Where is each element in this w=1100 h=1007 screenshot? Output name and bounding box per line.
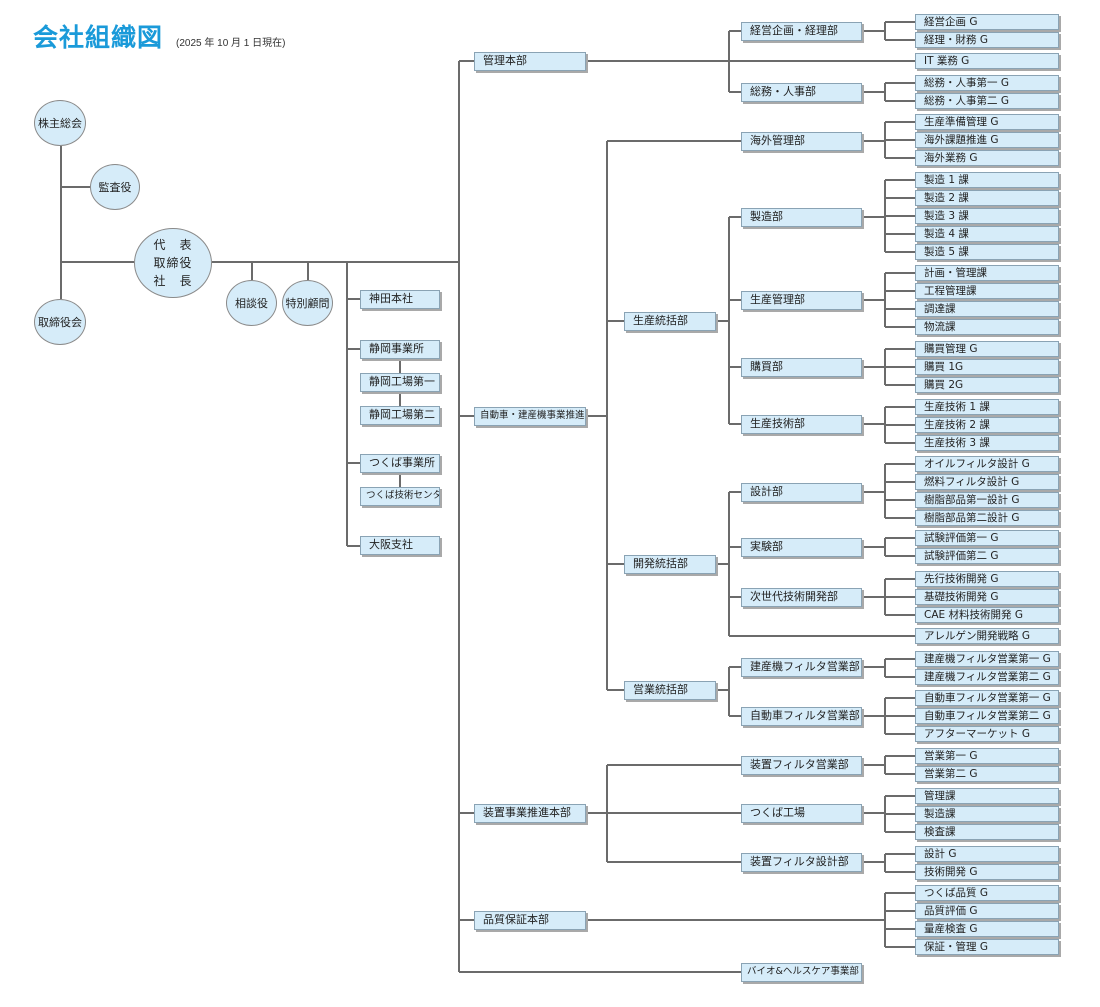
site-osaka[interactable]: 大阪支社 — [360, 536, 440, 555]
group-box[interactable]: 物流課 — [915, 319, 1059, 335]
department-box[interactable]: 製造部 — [741, 207, 862, 227]
group-box[interactable]: 保証・管理 G — [915, 939, 1059, 955]
group-box[interactable]: 総務・人事第一 G — [915, 75, 1059, 91]
group-box[interactable]: 製造 1 課 — [915, 172, 1059, 188]
group-box[interactable]: 購買 1G — [915, 359, 1059, 375]
group-box[interactable]: 調達課 — [915, 301, 1059, 317]
group-box[interactable]: 自動車フィルタ営業第二 G — [915, 708, 1059, 724]
node-shareholders[interactable]: 株主総会 — [34, 100, 86, 146]
department-box[interactable]: 次世代技術開発部 — [741, 587, 862, 607]
hq-box[interactable]: 自動車・建産機事業推進本部 — [474, 406, 586, 426]
group-box[interactable]: 樹脂部品第一設計 G — [915, 492, 1059, 508]
group-box[interactable]: 計画・管理課 — [915, 265, 1059, 281]
department-box[interactable]: 実験部 — [741, 537, 862, 557]
group-box[interactable]: アレルゲン開発戦略 G — [915, 628, 1059, 644]
group-box[interactable]: オイルフィルタ設計 G — [915, 456, 1059, 472]
group-box[interactable]: IT 業務 G — [915, 53, 1059, 69]
group-box[interactable]: 技術開発 G — [915, 864, 1059, 880]
group-box[interactable]: 経理・財務 G — [915, 32, 1059, 48]
group-box[interactable]: 製造課 — [915, 806, 1059, 822]
group-box[interactable]: 製造 3 課 — [915, 208, 1059, 224]
group-box[interactable]: 量産検査 G — [915, 921, 1059, 937]
group-box[interactable]: 営業第二 G — [915, 766, 1059, 782]
site-shizuoka-plant-2[interactable]: 静岡工場第二 — [360, 406, 440, 425]
group-box[interactable]: 購買 2G — [915, 377, 1059, 393]
hq-box[interactable]: 品質保証本部 — [474, 910, 586, 930]
group-box[interactable]: つくば品質 G — [915, 885, 1059, 901]
group-box[interactable]: 品質評価 G — [915, 903, 1059, 919]
group-box[interactable]: 樹脂部品第二設計 G — [915, 510, 1059, 526]
group-box[interactable]: 自動車フィルタ営業第一 G — [915, 690, 1059, 706]
group-box[interactable]: 先行技術開発 G — [915, 571, 1059, 587]
department-box[interactable]: 自動車フィルタ営業部 — [741, 706, 862, 726]
group-box[interactable]: 管理課 — [915, 788, 1059, 804]
department-box[interactable]: 建産機フィルタ営業部 — [741, 657, 862, 677]
department-box[interactable]: 生産管理部 — [741, 290, 862, 310]
node-auditor[interactable]: 監査役 — [90, 164, 140, 210]
site-tsukuba-tech-center[interactable]: つくば技術センター — [360, 487, 440, 506]
group-box[interactable]: 建産機フィルタ営業第二 G — [915, 669, 1059, 685]
group-box[interactable]: アフターマーケット G — [915, 726, 1059, 742]
group-box[interactable]: 総務・人事第二 G — [915, 93, 1059, 109]
group-box[interactable]: 試験評価第二 G — [915, 548, 1059, 564]
node-board[interactable]: 取締役会 — [34, 299, 86, 345]
division-box[interactable]: 営業統括部 — [624, 680, 716, 700]
group-box[interactable]: 経営企画 G — [915, 14, 1059, 30]
group-box[interactable]: 試験評価第一 G — [915, 530, 1059, 546]
department-box[interactable]: 経営企画・経理部 — [741, 21, 862, 41]
hq-box[interactable]: 装置事業推進本部 — [474, 803, 586, 823]
group-box[interactable]: CAE 材料技術開発 G — [915, 607, 1059, 623]
department-box[interactable]: 設計部 — [741, 482, 862, 502]
department-box[interactable]: 生産技術部 — [741, 414, 862, 434]
group-box[interactable]: 燃料フィルタ設計 G — [915, 474, 1059, 490]
group-box[interactable]: 海外業務 G — [915, 150, 1059, 166]
group-box[interactable]: 検査課 — [915, 824, 1059, 840]
group-box[interactable]: 海外課題推進 G — [915, 132, 1059, 148]
department-box[interactable]: 装置フィルタ営業部 — [741, 755, 862, 775]
division-box[interactable]: 生産統括部 — [624, 311, 716, 331]
department-box[interactable]: 購買部 — [741, 357, 862, 377]
department-box[interactable]: つくば工場 — [741, 803, 862, 823]
hq-box[interactable]: 管理本部 — [474, 51, 586, 71]
department-box[interactable]: バイオ&ヘルスケア事業部 — [741, 962, 862, 982]
group-box[interactable]: 生産技術 1 課 — [915, 399, 1059, 415]
group-box[interactable]: 製造 2 課 — [915, 190, 1059, 206]
site-shizuoka[interactable]: 静岡事業所 — [360, 340, 440, 359]
group-box[interactable]: 基礎技術開発 G — [915, 589, 1059, 605]
group-box[interactable]: 営業第一 G — [915, 748, 1059, 764]
group-box[interactable]: 生産技術 3 課 — [915, 435, 1059, 451]
group-box[interactable]: 工程管理課 — [915, 283, 1059, 299]
as-of-date: (2025 年 10 月 1 日現在) — [176, 38, 286, 49]
group-box[interactable]: 購買管理 G — [915, 341, 1059, 357]
group-box[interactable]: 生産準備管理 G — [915, 114, 1059, 130]
department-box[interactable]: 総務・人事部 — [741, 82, 862, 102]
department-box[interactable]: 海外管理部 — [741, 131, 862, 151]
group-box[interactable]: 建産機フィルタ営業第一 G — [915, 651, 1059, 667]
group-box[interactable]: 設計 G — [915, 846, 1059, 862]
group-box[interactable]: 製造 5 課 — [915, 244, 1059, 260]
division-box[interactable]: 開発統括部 — [624, 554, 716, 574]
group-box[interactable]: 生産技術 2 課 — [915, 417, 1059, 433]
node-president[interactable]: 代 表 取締役 社 長 — [134, 228, 212, 298]
department-box[interactable]: 装置フィルタ設計部 — [741, 852, 862, 872]
site-kanda-hq[interactable]: 神田本社 — [360, 290, 440, 309]
site-tsukuba[interactable]: つくば事業所 — [360, 454, 440, 473]
page-title: 会社組織図 — [33, 23, 164, 52]
group-box[interactable]: 製造 4 課 — [915, 226, 1059, 242]
node-special-advisor[interactable]: 特別顧問 — [282, 280, 333, 326]
node-advisor[interactable]: 相談役 — [226, 280, 277, 326]
site-shizuoka-plant-1[interactable]: 静岡工場第一 — [360, 373, 440, 392]
